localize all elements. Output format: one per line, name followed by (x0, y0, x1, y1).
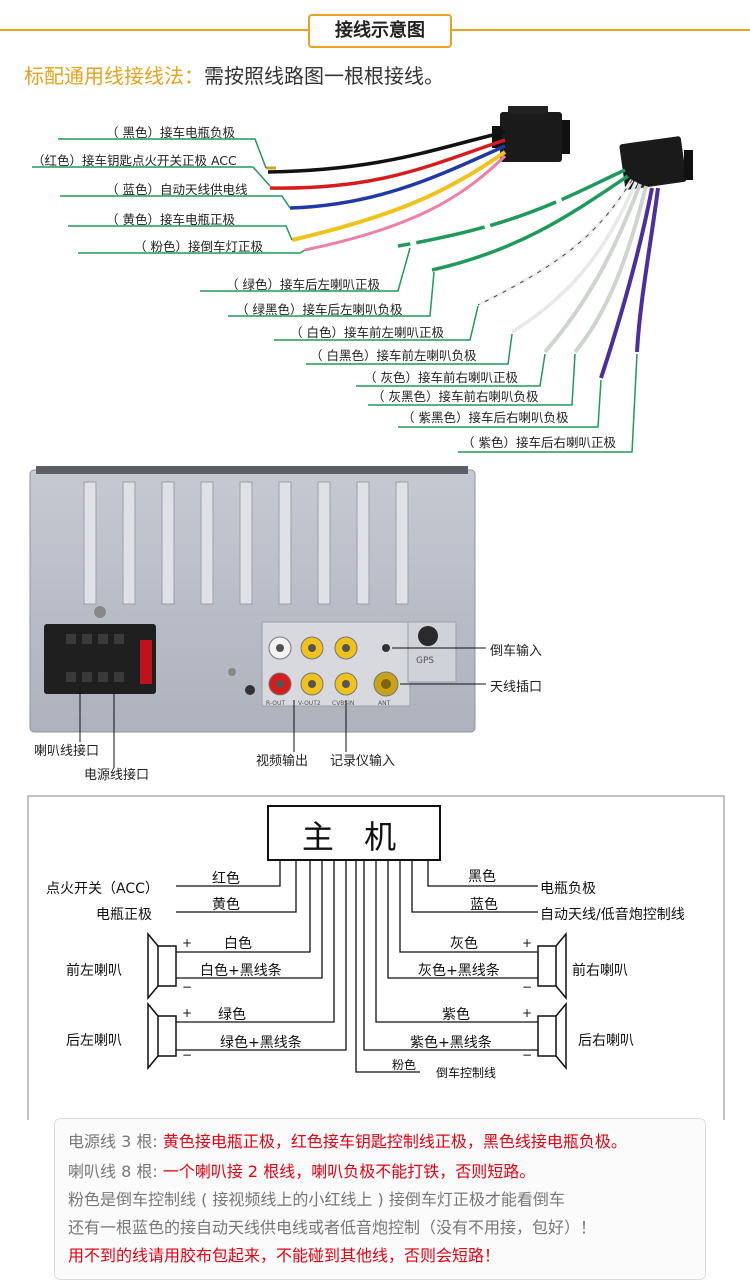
label-antenna-port: 天线插口 (490, 680, 543, 695)
panel-label-cvbsin: CVBSIN (332, 700, 355, 707)
title-divider-left (0, 29, 308, 31)
wire-label-purple: （ 紫色）接车后右喇叭正极 (462, 435, 616, 450)
note-power-text: 黄色接电瓶正极，红色接车钥匙控制线正极，黑色线接电瓶负极。 (162, 1132, 627, 1151)
label-reverse-input: 倒车输入 (490, 644, 543, 659)
iso-connector-power (492, 106, 570, 162)
note-power-prefix: 电源线 3 根: (68, 1132, 158, 1151)
fl-minus: − (182, 980, 193, 994)
fr-minus: − (522, 980, 533, 994)
fr-plus: + (522, 936, 533, 950)
panel-label-rout: R-OUT (266, 700, 286, 707)
title-divider-right (452, 29, 750, 31)
note-blue: 还有一根蓝色的接自动天线供电线或者低音炮控制（没有不用接，包好）！ (68, 1218, 597, 1237)
panel-label-vout2: V-OUT2 (298, 700, 321, 707)
wire-yellow: 黄色 (212, 897, 240, 913)
wiring-schematic (27, 795, 725, 1120)
wire-gray-black: 灰色+黑线条 (418, 963, 500, 979)
note-speaker-text: 一个喇叭接 2 根线，喇叭负极不能打铁，否则短路。 (162, 1162, 536, 1181)
speaker-front-right: 前右喇叭 (572, 963, 628, 979)
wire-gray: 灰色 (450, 936, 478, 952)
wire-label-blue: （ 蓝色）自动天线供电线 (106, 182, 248, 197)
wire-label-black: （ 黑色）接车电瓶负极 (106, 125, 235, 140)
rl-plus: + (182, 1006, 193, 1020)
label-antenna-subwoofer: 自动天线/低音炮控制线 (540, 907, 685, 923)
title-bar: 接线示意图 (0, 14, 750, 48)
wire-purple: 紫色 (442, 1007, 470, 1023)
label-recorder-input: 记录仪输入 (330, 754, 396, 769)
wire-label-gray-black: （ 灰黑色）接车前右喇叭负极 (372, 389, 539, 404)
note-speaker-prefix: 喇叭线 8 根: (68, 1162, 158, 1181)
subtitle-text: 需按照线路图一根根接线。 (204, 64, 444, 88)
rr-minus: − (522, 1048, 533, 1062)
wire-white: 白色 (224, 936, 252, 952)
page-title: 接线示意图 (308, 14, 452, 48)
note-power: 电源线 3 根: 黄色接电瓶正极，红色接车钥匙控制线正极，黑色线接电瓶负极。 (68, 1128, 627, 1152)
wire-label-gray: （ 灰色）接车前右喇叭正极 (364, 370, 518, 385)
wire-purple-black: 紫色+黑线条 (410, 1035, 492, 1051)
host-unit-label: 主 机 (301, 818, 407, 856)
rr-plus: + (522, 1006, 533, 1020)
wire-label-white: （ 白色）接车前左喇叭正极 (290, 325, 444, 340)
notes-box (54, 1118, 706, 1280)
panel-label-gps: GPS (416, 656, 435, 666)
label-battery-negative: 电瓶负极 (540, 881, 596, 897)
wire-label-purple-black: （ 紫黑色）接车后右喇叭负极 (402, 410, 569, 425)
panel-label-ant: ANT (378, 700, 391, 707)
wire-label-green-black: （ 绿黑色）接车后左喇叭负极 (236, 302, 403, 317)
note-speaker: 喇叭线 8 根: 一个喇叭接 2 根线，喇叭负极不能打铁，否则短路。 (68, 1158, 535, 1182)
device-back-panel (29, 466, 486, 768)
fl-plus: + (182, 936, 193, 950)
speaker-front-left: 前左喇叭 (66, 963, 122, 979)
wire-blue: 蓝色 (470, 897, 498, 913)
note-warning: 用不到的线请用胶布包起来，不能碰到其他线，否则会短路！ (68, 1246, 501, 1265)
wire-label-green: （ 绿色）接车后左喇叭正极 (226, 277, 380, 292)
wire-green: 绿色 (218, 1007, 246, 1023)
iso-connector-speaker (619, 136, 693, 190)
wire-label-pink: （ 粉色）接倒车灯正极 (134, 239, 263, 254)
wire-pink: 粉色 (392, 1058, 417, 1072)
speaker-rear-right: 后右喇叭 (578, 1033, 634, 1049)
wire-label-red: （红色）接车钥匙点火开关正极 ACC (32, 153, 237, 168)
label-power-port: 电源线接口 (84, 768, 150, 783)
label-video-output: 视频输出 (256, 754, 309, 769)
wire-label-white-black: （ 白黑色）接车前左喇叭负极 (310, 348, 477, 363)
label-speaker-port: 喇叭线接口 (34, 744, 100, 759)
wire-red: 红色 (212, 871, 240, 887)
label-acc: 点火开关（ACC） (46, 881, 159, 897)
speaker-rear-left: 后左喇叭 (66, 1033, 122, 1049)
wire-label-yellow: （ 黄色）接车电瓶正极 (106, 212, 235, 227)
rl-minus: − (182, 1048, 193, 1062)
wiring-harness-diagram (32, 106, 693, 453)
label-battery-positive: 电瓶正极 (96, 907, 152, 923)
label-reverse-control: 倒车控制线 (436, 1066, 497, 1080)
subtitle-lead: 标配通用线接线法： (24, 64, 204, 88)
subtitle: 标配通用线接线法：需按照线路图一根根接线。 (24, 60, 444, 89)
wire-green-black: 绿色+黑线条 (220, 1035, 302, 1051)
wire-black: 黑色 (468, 869, 496, 885)
note-pink: 粉色是倒车控制线 ( 接视频线上的小红线上 ) 接倒车灯正极才能看倒车 (68, 1190, 565, 1209)
rca-jacks (268, 636, 399, 697)
wire-white-black: 白色+黑线条 (200, 963, 282, 979)
